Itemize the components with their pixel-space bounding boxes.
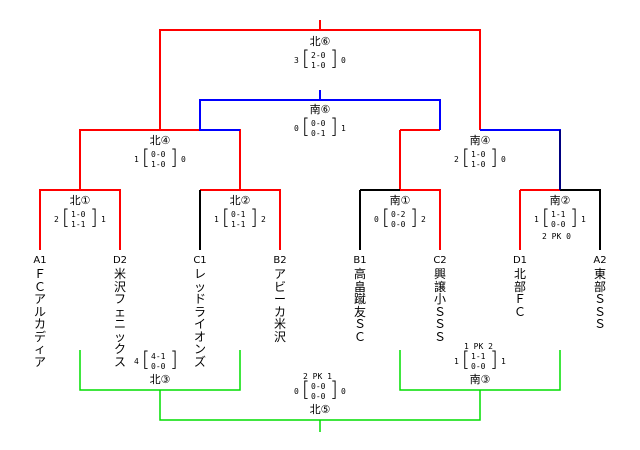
team-name: レッドライオンズ: [193, 267, 206, 369]
match-title: 南③: [469, 373, 491, 386]
team-code: A1: [33, 255, 47, 266]
match-title: 北④: [149, 134, 171, 147]
team-name: アビーカ米沢: [273, 267, 286, 344]
team-name: 高畠蹴友ＳＣ: [353, 267, 366, 344]
match-title: 北⑤: [309, 403, 331, 416]
team-name: 北部ＦＣ: [513, 267, 526, 319]
match-title: 北⑥: [309, 35, 331, 48]
match-title: 北①: [69, 194, 91, 207]
lower-bracket-lines: [79, 350, 561, 432]
team-code: B1: [353, 255, 367, 266]
match-title: 南⑥: [309, 103, 331, 116]
pk-result: 2 PK 1: [303, 372, 332, 381]
match-title: 南①: [389, 194, 411, 207]
team-code: D1: [512, 255, 528, 266]
team-name: ＦＣアルカディア: [33, 267, 46, 369]
team-name: 東部ＳＳＳ: [593, 267, 606, 331]
match-title: 南④: [469, 134, 491, 147]
team-code: C2: [433, 255, 447, 266]
team-name: 米沢フェニックス: [113, 267, 126, 369]
team-code: A2: [593, 255, 607, 266]
pk-result: 2 PK 0: [542, 232, 571, 241]
team-code: D2: [112, 255, 128, 266]
team-code: B2: [273, 255, 287, 266]
match-title: 北②: [229, 194, 251, 207]
pk-result: 1 PK 2: [464, 342, 493, 351]
team-code: C1: [193, 255, 207, 266]
team-name: 興譲小ＳＳＳ: [433, 267, 446, 344]
match-title: 南②: [549, 194, 571, 207]
minami-bracket-lines: [199, 90, 561, 190]
match-title: 北③: [149, 373, 171, 386]
